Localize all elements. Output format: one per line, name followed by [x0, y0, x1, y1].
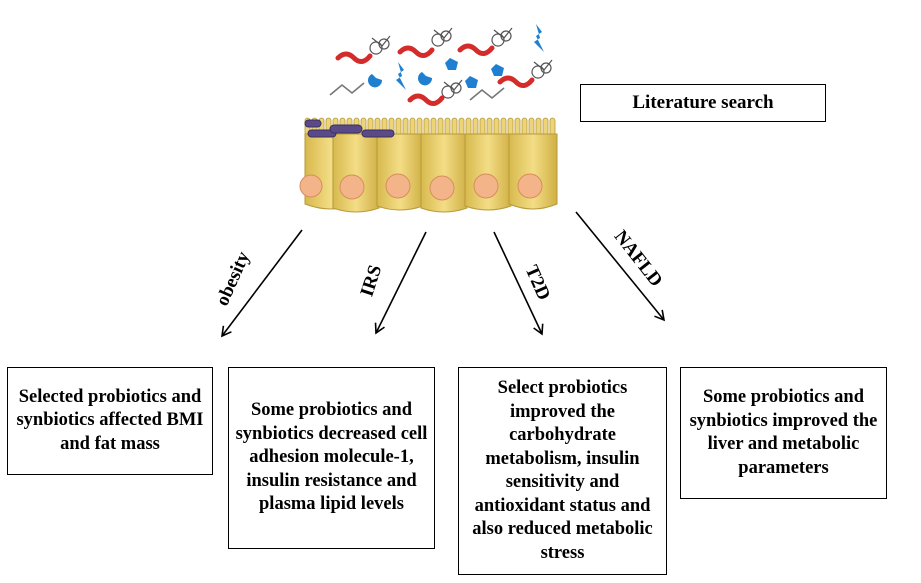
arrows: [221, 211, 666, 338]
arrow-t2d: [493, 231, 544, 336]
arrow-obesity: [221, 229, 303, 338]
outcome-box-t2d: Select probiotics improved the carbohydr…: [458, 367, 667, 575]
arrow-nafld: [575, 211, 666, 322]
outcome-box-irs: Some probiotics and synbiotics decreased…: [228, 367, 435, 549]
outcome-box-nafld: Some probiotics and synbiotics improved …: [680, 367, 887, 499]
epithelial-cells: [299, 117, 558, 213]
molecules-cluster: [329, 24, 553, 106]
arrow-irs: [374, 231, 427, 335]
literature-search-box: Literature search: [580, 84, 826, 122]
outcome-box-obesity: Selected probiotics and synbiotics affec…: [7, 367, 213, 475]
